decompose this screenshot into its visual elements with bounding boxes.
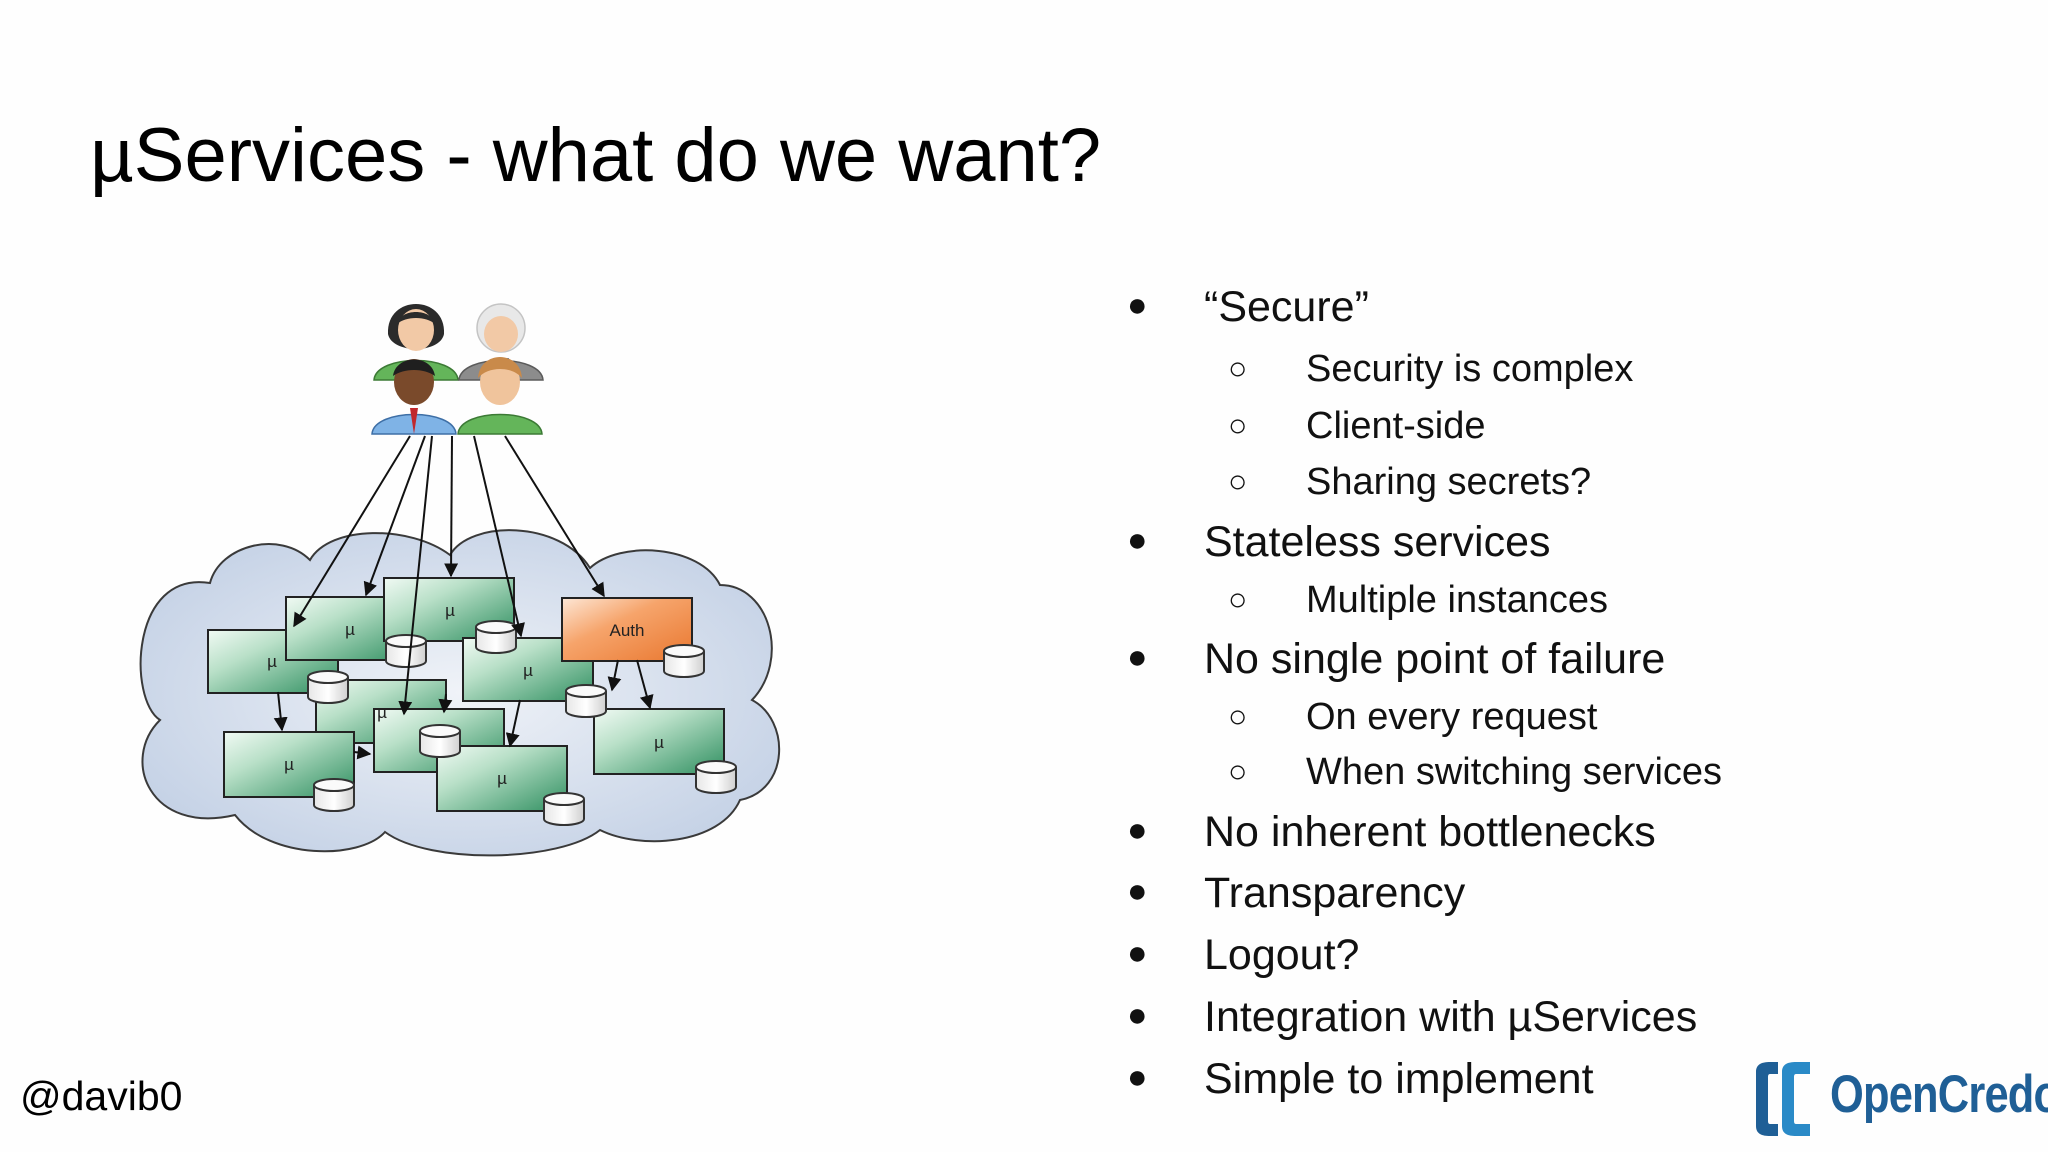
- man-user-icon: [371, 359, 457, 435]
- bullet-text: Simple to implement: [1204, 1055, 1594, 1103]
- slide-title: µServices - what do we want?: [90, 113, 1102, 198]
- list-item: ● No single point of failure: [1127, 635, 1666, 683]
- database-icons: [307, 620, 737, 826]
- list-item: ○ When switching services: [1228, 751, 1723, 793]
- list-item: ● “Secure”: [1127, 283, 1369, 331]
- service-label: µ: [267, 652, 277, 671]
- sub-bullet-icon: ○: [1228, 581, 1248, 617]
- database-icon: [313, 778, 355, 812]
- bullet-text: Integration with µServices: [1204, 993, 1698, 1041]
- list-item: ● No inherent bottlenecks: [1127, 808, 1656, 856]
- bullet-text: Security is complex: [1306, 348, 1634, 390]
- bullet-text: Multiple instances: [1306, 579, 1609, 621]
- bullet-icon: ●: [1127, 521, 1148, 559]
- service-label: µ: [445, 601, 455, 620]
- service-label: µ: [377, 703, 387, 722]
- woman-user-icon: [373, 304, 459, 381]
- database-icon: [475, 620, 517, 654]
- opencredo-logo-icon: [1756, 1062, 1810, 1136]
- list-item: ○ Client-side: [1228, 405, 1486, 447]
- opencredo-logo: OpenCredo: [1748, 1062, 2048, 1136]
- database-icon: [419, 724, 461, 758]
- bullet-icon: ●: [1127, 996, 1148, 1034]
- young-man-user-icon: [457, 357, 543, 435]
- bullet-text: Sharing secrets?: [1306, 461, 1592, 503]
- list-item: ○ On every request: [1228, 696, 1598, 738]
- logo-text: OpenCredo: [1830, 1065, 2048, 1124]
- bullet-icon: ●: [1127, 286, 1148, 324]
- list-item: ○ Multiple instances: [1228, 579, 1609, 621]
- bullet-text: When switching services: [1306, 751, 1723, 793]
- bullet-text: On every request: [1306, 696, 1598, 738]
- database-icon: [663, 644, 705, 678]
- sub-bullet-icon: ○: [1228, 407, 1248, 443]
- service-label: µ: [345, 620, 355, 639]
- sub-bullet-icon: ○: [1228, 463, 1248, 499]
- service-node: [383, 577, 515, 642]
- service-label: µ: [284, 755, 294, 774]
- sub-bullet-icon: ○: [1228, 350, 1248, 386]
- bullet-text: Transparency: [1204, 869, 1466, 917]
- bullet-text: Stateless services: [1204, 518, 1551, 566]
- bullet-text: No inherent bottlenecks: [1204, 808, 1656, 856]
- bullet-icon: ●: [1127, 1058, 1148, 1096]
- list-item: ○ Security is complex: [1228, 348, 1634, 390]
- database-icon: [307, 670, 349, 704]
- service-label: µ: [523, 661, 533, 680]
- sub-bullet-icon: ○: [1228, 698, 1248, 734]
- list-item: ● Simple to implement: [1127, 1055, 1594, 1103]
- list-item: ● Integration with µServices: [1127, 993, 1698, 1041]
- list-item: ○ Sharing secrets?: [1228, 461, 1592, 503]
- database-icon: [543, 792, 585, 826]
- bullet-icon: ●: [1127, 872, 1148, 910]
- auth-label: Auth: [610, 621, 645, 640]
- service-label: µ: [497, 769, 507, 788]
- bullet-text: Client-side: [1306, 405, 1486, 447]
- request-arrows: [273, 435, 654, 760]
- list-item: ● Logout?: [1127, 931, 1360, 979]
- bullet-text: Logout?: [1204, 931, 1360, 979]
- bullet-icon: ●: [1127, 811, 1148, 849]
- bullet-text: “Secure”: [1204, 283, 1369, 331]
- user-group: [371, 303, 544, 435]
- database-icon: [385, 634, 427, 668]
- bullet-icon: ●: [1127, 638, 1148, 676]
- service-label: µ: [654, 733, 664, 752]
- database-icon: [695, 760, 737, 794]
- bullet-icon: ●: [1127, 934, 1148, 972]
- bullet-text: No single point of failure: [1204, 635, 1666, 683]
- sub-bullet-icon: ○: [1228, 753, 1248, 789]
- list-item: ● Stateless services: [1127, 518, 1551, 566]
- twitter-handle: @davib0: [20, 1073, 183, 1119]
- list-item: ● Transparency: [1127, 869, 1466, 917]
- database-icon: [565, 684, 607, 718]
